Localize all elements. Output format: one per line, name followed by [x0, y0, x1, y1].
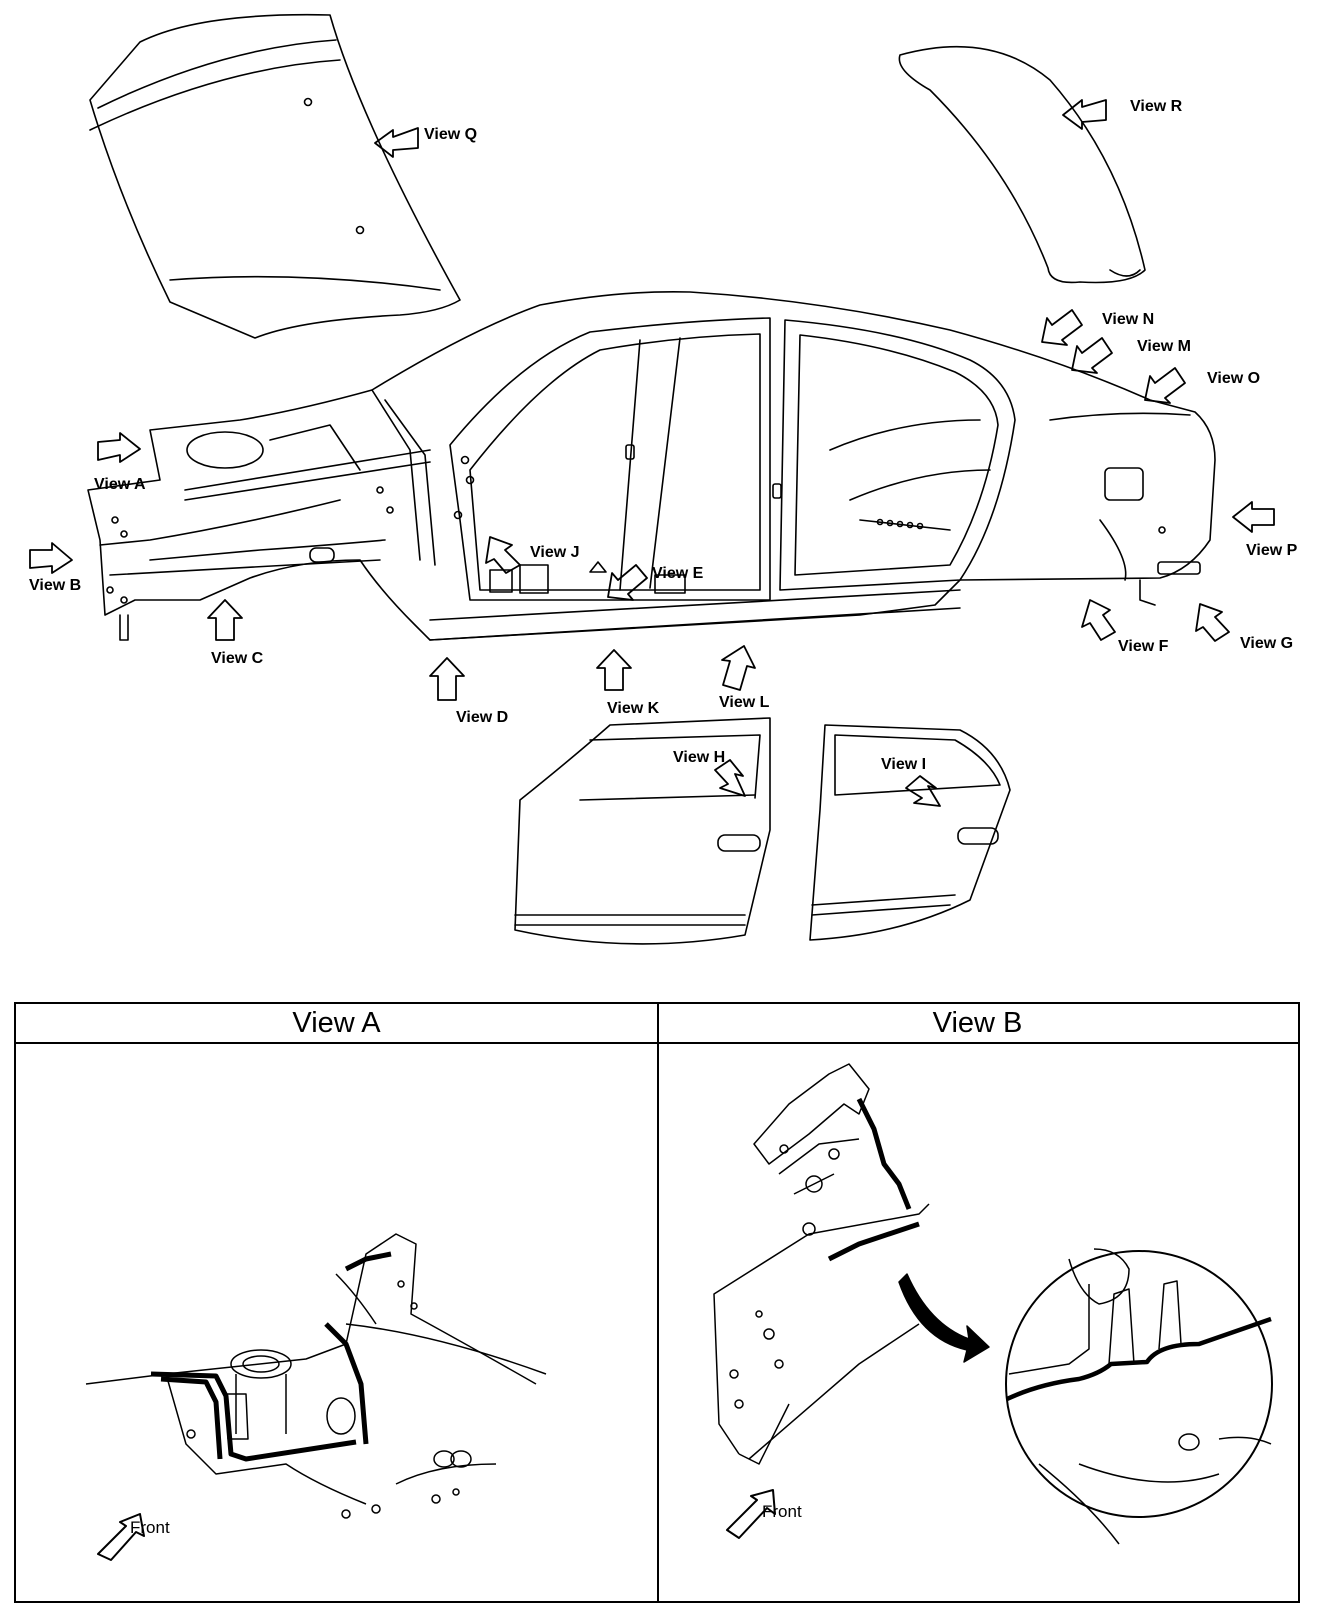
arrow-view-i: [905, 775, 941, 807]
label-view-d: View D: [456, 709, 509, 726]
label-view-b: View B: [29, 577, 82, 594]
front-arrow-icon: [726, 1489, 776, 1539]
panel-divider: [657, 1004, 659, 1601]
label-view-h: View H: [673, 749, 726, 766]
label-view-j: View J: [530, 544, 580, 561]
label-view-e: View E: [652, 565, 704, 582]
arrow-view-e: [607, 564, 648, 601]
arrow-view-g: [1195, 603, 1230, 642]
arrow-view-n: [1041, 309, 1083, 346]
arrow-view-b: [29, 542, 73, 574]
label-view-o: View O: [1207, 370, 1261, 387]
front-door: [514, 717, 771, 945]
arrow-view-k: [596, 649, 632, 691]
label-view-f: View F: [1118, 638, 1169, 655]
arrow-view-m: [1071, 337, 1113, 374]
hood-panel: [89, 13, 461, 339]
label-view-i: View I: [881, 756, 927, 773]
arrow-view-d: [429, 657, 465, 701]
front-arrow-icon: [97, 1513, 145, 1561]
label-view-r: View R: [1130, 98, 1183, 115]
label-view-a: View A: [94, 476, 146, 493]
rear-door: [809, 724, 1011, 941]
arrow-view-o: [1144, 367, 1186, 404]
magnified-detail-circle: [1005, 1250, 1273, 1518]
arrow-view-q: [374, 127, 419, 158]
front-label-view-b: Front: [762, 1502, 802, 1521]
label-view-c: View C: [211, 650, 264, 667]
front-label-view-a: Front: [130, 1518, 170, 1537]
detail-panels-table: View A View B Front: [14, 1002, 1300, 1603]
arrow-view-f: [1081, 599, 1116, 641]
arrow-view-j: [485, 536, 521, 574]
view-a-detail-drawing: [85, 1233, 547, 1561]
arrow-view-p: [1232, 501, 1275, 533]
car-body-drawing: [29, 13, 1275, 945]
trunk-lid: [898, 45, 1146, 284]
body-structure-diagram: View Q View R View N View M View O View …: [29, 13, 1298, 945]
panel-title-view-b: View B: [657, 1004, 1298, 1044]
label-view-k: View K: [607, 700, 660, 717]
label-view-l: View L: [719, 694, 770, 711]
label-view-n: View N: [1102, 311, 1155, 328]
label-view-q: View Q: [424, 126, 478, 143]
label-view-g: View G: [1240, 635, 1294, 652]
body-side-structure: [87, 290, 1216, 641]
view-b-detail-drawing: [713, 1063, 1273, 1545]
arrow-view-h: [714, 759, 746, 797]
zoom-arrow-icon: [898, 1273, 990, 1363]
arrow-view-l: [721, 645, 756, 691]
arrow-view-r: [1062, 99, 1107, 130]
arrow-view-c: [207, 599, 243, 641]
panel-title-view-a: View A: [16, 1004, 657, 1044]
label-view-p: View P: [1246, 542, 1298, 559]
arrow-view-a: [97, 432, 141, 463]
label-view-m: View M: [1137, 338, 1191, 355]
callout-arrows: [29, 99, 1275, 807]
